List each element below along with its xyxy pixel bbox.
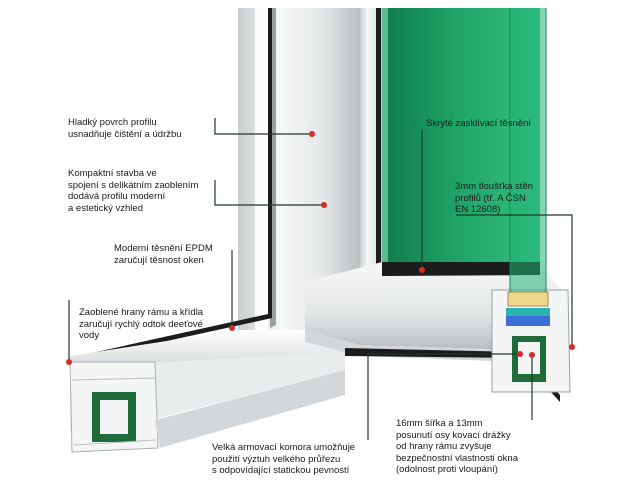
dot-hardware-groove (529, 352, 535, 358)
label-hidden-glazing-seal: Skryté zasklívací těsnění (426, 118, 532, 129)
leader-compact-build (214, 180, 324, 206)
dot-wall-thickness (569, 344, 575, 350)
spacer-blue (506, 316, 550, 326)
label-rounded-edges: Zaoblené hrany rámu a křídla zaručují ry… (79, 307, 204, 341)
leader-lines (68, 118, 573, 440)
glass-cross-section (510, 8, 546, 292)
leader-reinforcement-chamber (367, 353, 520, 440)
label-hardware-groove: 16mm šířka a 13mm posunutí osy kovací dr… (396, 418, 518, 475)
bottom-dark-rail (345, 348, 560, 402)
label-epdm-seal: Moderní těsnění EPDM zaručují těsnost ok… (114, 243, 213, 266)
left-profile-rib-2 (73, 439, 157, 446)
left-sill-top (70, 330, 360, 368)
dot-reinforcement-chamber (517, 351, 523, 357)
dot-rounded-edges (66, 359, 72, 365)
left-reinforcement-hole (100, 400, 128, 434)
right-reinforcement-hole (518, 342, 540, 374)
left-profile-rib-1 (71, 377, 157, 381)
left-frame-inner-face (255, 8, 268, 335)
label-compact-build: Kompaktní stavba ve spojení s delikátním… (68, 168, 199, 214)
dot-epdm-seal (229, 325, 235, 331)
dot-hidden-glazing-seal (419, 267, 425, 273)
dot-smooth-surface (309, 131, 315, 137)
spacer-teal (506, 308, 550, 316)
leader-smooth-surface (214, 118, 312, 135)
dot-compact-build (321, 202, 327, 208)
label-reinforcement-chamber: Velká armovací komora umožňuje použití v… (212, 442, 356, 476)
label-smooth-surface: Hladký povrch profilu usnadňuje čištění … (68, 117, 182, 140)
label-wall-thickness: 3mm tloušťka stěn profilů (tř. A ČSN EN … (455, 181, 534, 215)
left-window-frame (69, 8, 360, 453)
left-sill-shadow (155, 370, 345, 448)
right-sash-gasket (376, 8, 381, 270)
glass-pane-edge-light (380, 8, 388, 308)
leader-wall-thickness (456, 214, 573, 347)
marker-dots (66, 131, 575, 365)
glass-spacer (507, 291, 549, 307)
